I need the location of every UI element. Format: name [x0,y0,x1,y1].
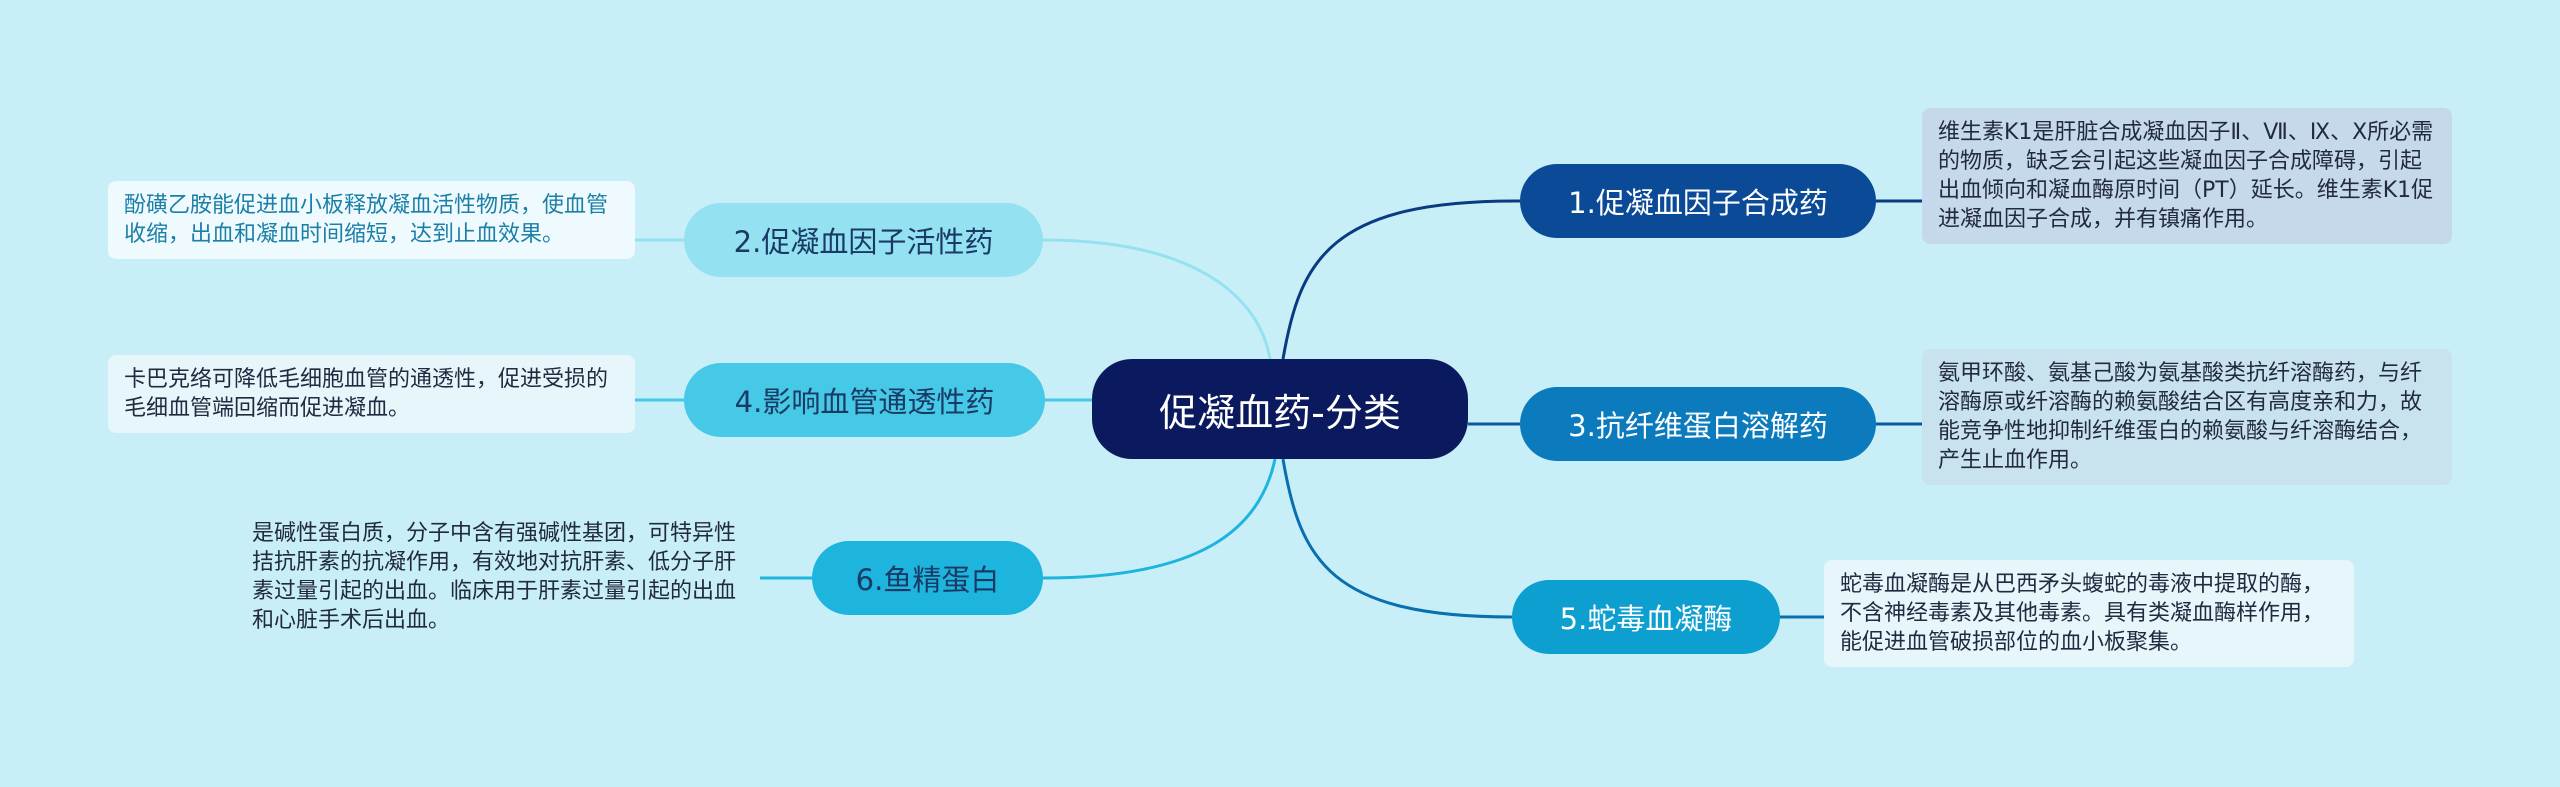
branch-node-5[interactable]: 5.蛇毒血凝酶 [1512,580,1780,654]
link-center-branch-1 [1281,199,1521,360]
branch-node-2[interactable]: 2.促凝血因子活性药 [684,203,1043,277]
note-branch-2: 酚磺乙胺能促进血小板释放凝血活性物质，使血管收缩，出血和凝血时间缩短，达到止血效… [108,181,635,259]
link-center-branch-5 [1281,458,1513,619]
note-branch-3: 氨甲环酸、氨基己酸为氨基酸类抗纤溶酶药，与纤溶酶原或纤溶酶的赖氨酸结合区有高度亲… [1922,349,2452,485]
note-branch-1: 维生素K1是肝脏合成凝血因子Ⅱ、Ⅶ、Ⅸ、X所必需的物质，缺乏会引起这些凝血因子合… [1922,108,2452,244]
branch-node-4[interactable]: 4.影响血管通透性药 [684,363,1045,437]
note-branch-5: 蛇毒血凝酶是从巴西矛头蝮蛇的毒液中提取的酶，不含神经毒素及其他毒素。具有类凝血酶… [1824,560,2354,667]
branch-node-6[interactable]: 6.鱼精蛋白 [812,541,1043,615]
branch-node-1[interactable]: 1.促凝血因子合成药 [1520,164,1876,238]
link-center-branch-6 [1042,458,1277,580]
note-branch-4: 卡巴克络可降低毛细胞血管的通透性，促进受损的毛细血管端回缩而促进凝血。 [108,355,635,433]
note-branch-6: 是碱性蛋白质，分子中含有强碱性基团，可特异性拮抗肝素的抗凝作用，有效地对抗肝素、… [252,521,737,633]
link-center-branch-2 [1042,238,1272,360]
branch-node-3[interactable]: 3.抗纤维蛋白溶解药 [1520,387,1876,461]
central-topic[interactable]: 促凝血药-分类 [1092,359,1468,459]
